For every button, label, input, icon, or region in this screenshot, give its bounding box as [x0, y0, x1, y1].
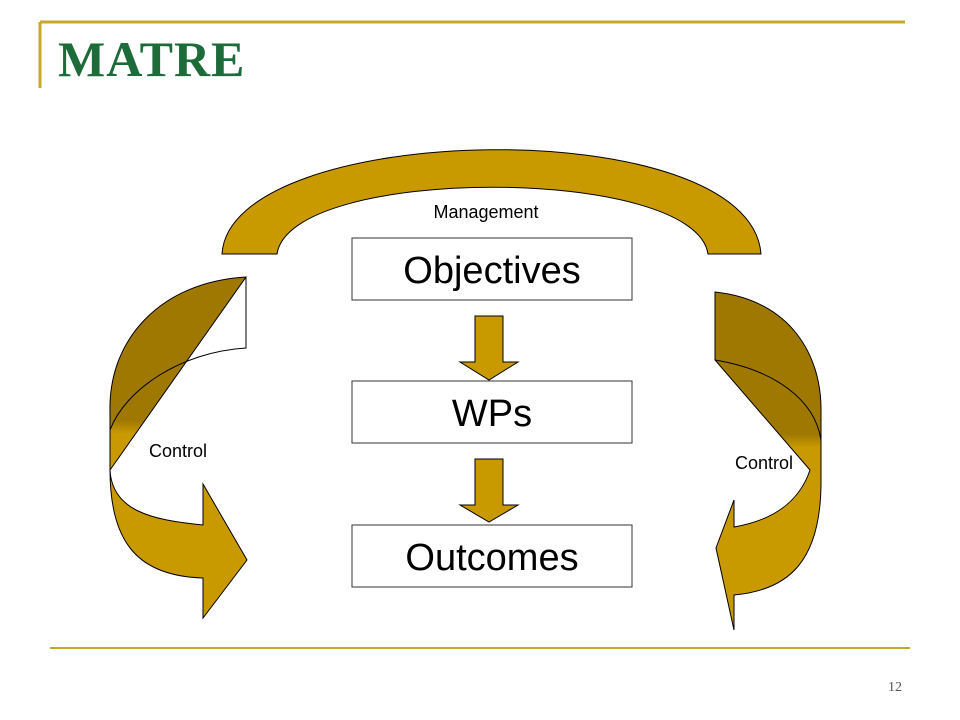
- outcomes-label: Outcomes: [405, 537, 578, 579]
- down-arrow-wps-to-outcomes: [458, 458, 520, 523]
- page-number: 12: [888, 680, 902, 695]
- down-arrow-objectives-to-wps: [458, 315, 520, 381]
- right-control-arrow: [714, 291, 822, 631]
- left-control-label: Control: [149, 441, 207, 461]
- slide-title: MATRE: [58, 31, 246, 87]
- wps-label: WPs: [452, 393, 532, 435]
- left-arrow-inner-curve: [109, 277, 247, 431]
- management-arch: [221, 149, 762, 255]
- right-control-label: Control: [735, 453, 793, 473]
- objectives-box: [351, 237, 633, 301]
- wps-box: [351, 380, 633, 444]
- outcomes-box: [351, 524, 633, 588]
- right-arrow-inner-curve: [714, 359, 822, 441]
- management-label: Management: [433, 202, 538, 222]
- objectives-label: Objectives: [403, 250, 580, 292]
- left-control-arrow: [109, 276, 248, 620]
